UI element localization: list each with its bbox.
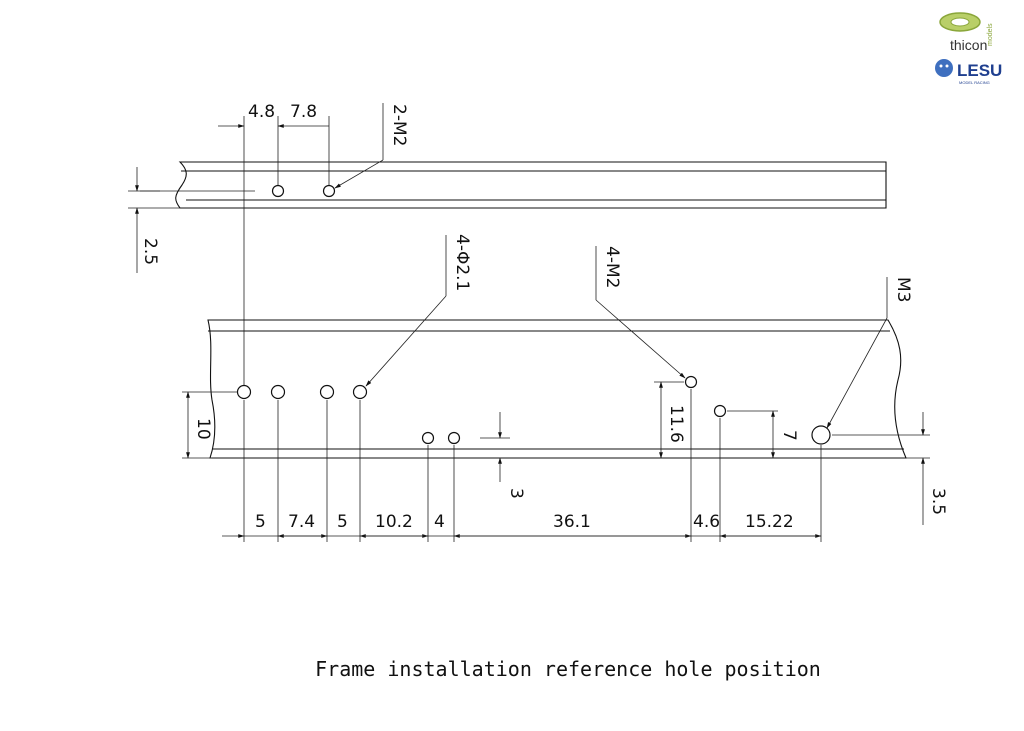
dim-label-6: 36.1	[553, 512, 591, 532]
callout-4-d21-label: 4-Φ2.1	[452, 234, 472, 291]
lesu-logo-text: LESU	[957, 61, 1002, 80]
callout-2-m2: 2-M2	[334, 103, 409, 189]
hole-m2-1	[421, 431, 435, 445]
dim-label-2: 7.4	[288, 512, 315, 532]
hole-d21-2	[270, 384, 286, 400]
bottom-rail	[207, 319, 907, 459]
callout-4-m2: 4-M2	[595, 246, 686, 379]
dim-2-5: 2.5	[128, 167, 180, 273]
dim-label-5: 4	[434, 512, 445, 532]
dim-7: 7	[727, 410, 799, 459]
hole-m2-2	[447, 431, 461, 445]
callout-4-d21-leader	[365, 295, 447, 387]
bottom-rail-outline	[207, 319, 907, 459]
dim-label-7: 4.6	[693, 512, 720, 532]
callout-4-m2-label: 4-M2	[602, 246, 622, 288]
top-rail	[140, 161, 887, 209]
dim-11-6: 11.6	[654, 381, 686, 459]
bottom-extension-lines	[243, 389, 822, 542]
dim-label-1: 5	[255, 512, 266, 532]
thicon-logo: thicon models	[939, 12, 994, 53]
hole-d21-1	[236, 384, 252, 400]
dim-3-5: 3.5	[832, 412, 948, 525]
callout-4-d21: 4-Φ2.1	[365, 234, 472, 387]
thicon-logo-subtext: models	[987, 23, 994, 46]
hole-d21-4	[352, 384, 368, 400]
drawing-caption: Frame installation reference hole positi…	[315, 657, 821, 681]
dim-3-5-label: 3.5	[928, 488, 948, 515]
dim-label-8: 15.22	[745, 512, 794, 532]
hole-m2-3	[684, 375, 698, 389]
callout-m3-leader	[826, 317, 888, 429]
dim-label-4: 10.2	[375, 512, 413, 532]
thicon-logo-text: thicon	[950, 37, 987, 53]
hole-m2-4	[713, 404, 727, 418]
lesu-logo: LESU MODEL RACING	[935, 59, 1002, 85]
callout-2-m2-label: 2-M2	[389, 104, 409, 146]
lion-icon	[935, 59, 953, 77]
top-hole-1	[271, 184, 285, 198]
hole-d21-3	[319, 384, 335, 400]
top-horizontal-dims: 4.8 7.8	[218, 102, 330, 395]
dim-2-5-label: 2.5	[140, 238, 160, 265]
callout-4-m2-leader	[595, 299, 686, 379]
dim-10-label: 10	[193, 418, 213, 440]
dim-4-8-label: 4.8	[248, 102, 275, 122]
dim-3: 3	[480, 412, 526, 499]
hole-m3	[811, 425, 831, 445]
top-hole-2	[322, 184, 336, 198]
dim-11-6-label: 11.6	[666, 405, 686, 443]
dim-3-label: 3	[506, 488, 526, 499]
callout-2-m2-leader	[334, 159, 384, 189]
top-rail-outline	[175, 161, 887, 209]
dim-10: 10	[182, 391, 237, 459]
bottom-dimension-chain: 5 7.4 5 10.2 4 36.1 4.6 15.22	[222, 512, 822, 538]
dim-7-8-label: 7.8	[290, 102, 317, 122]
callout-m3: M3	[826, 277, 913, 429]
thicon-gear-icon	[939, 12, 981, 32]
callout-m3-label: M3	[893, 277, 913, 302]
lesu-logo-subtext: MODEL RACING	[959, 80, 990, 85]
dim-7-label: 7	[779, 430, 799, 441]
dim-label-3: 5	[337, 512, 348, 532]
